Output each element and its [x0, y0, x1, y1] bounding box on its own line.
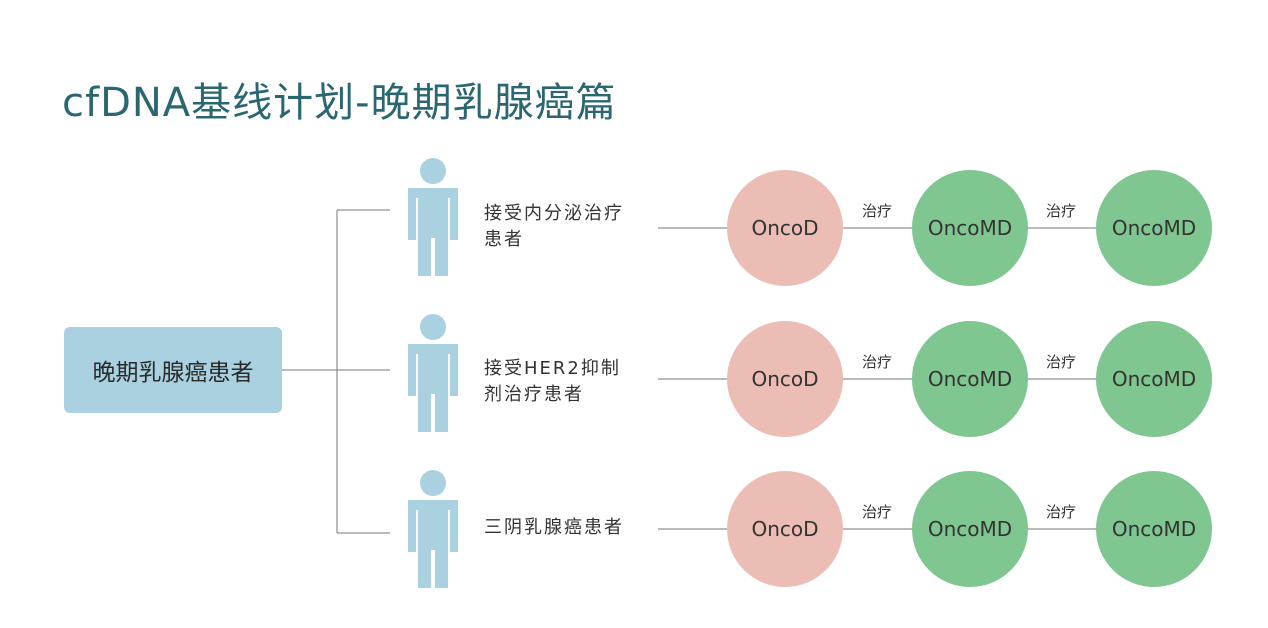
person-icon: [408, 158, 458, 276]
node-label: OncoMD: [1111, 367, 1197, 391]
node-label: OncoMD: [1111, 216, 1197, 240]
oncomd-node-3b: OncoMD: [1096, 471, 1212, 587]
oncomd-node-3a: OncoMD: [912, 471, 1028, 587]
node-label: OncoMD: [927, 216, 1013, 240]
edge-label-2a: 治疗: [862, 353, 893, 371]
root-label: 晚期乳腺癌患者: [92, 360, 254, 386]
edge-label-1b: 治疗: [1046, 202, 1077, 220]
edge-label-2b: 治疗: [1046, 353, 1077, 371]
node-label: OncoMD: [927, 367, 1013, 391]
edge-label-3a: 治疗: [862, 503, 893, 521]
node-label: OncoD: [751, 517, 819, 541]
oncomd-node-1b: OncoMD: [1096, 170, 1212, 286]
oncod-node-2: OncoD: [727, 321, 843, 437]
group-label-2: 接受HER2抑制 剂治疗患者: [484, 358, 621, 405]
node-label: OncoD: [751, 216, 819, 240]
root-node: 晚期乳腺癌患者: [64, 327, 282, 413]
oncomd-node-2b: OncoMD: [1096, 321, 1212, 437]
person-icon: [408, 314, 458, 432]
node-label: OncoMD: [1111, 517, 1197, 541]
edge-label-3b: 治疗: [1046, 503, 1077, 521]
node-label: OncoMD: [927, 517, 1013, 541]
oncod-node-1: OncoD: [727, 170, 843, 286]
person-icon: [408, 470, 458, 588]
oncomd-node-2a: OncoMD: [912, 321, 1028, 437]
group-label-3: 三阴乳腺癌患者: [484, 517, 624, 538]
node-label: OncoD: [751, 367, 819, 391]
oncod-node-3: OncoD: [727, 471, 843, 587]
edge-label-1a: 治疗: [862, 202, 893, 220]
oncomd-node-1a: OncoMD: [912, 170, 1028, 286]
group-label-1: 接受内分泌治疗 患者: [484, 203, 624, 250]
page-title: cfDNA基线计划-晚期乳腺癌篇: [62, 80, 617, 126]
